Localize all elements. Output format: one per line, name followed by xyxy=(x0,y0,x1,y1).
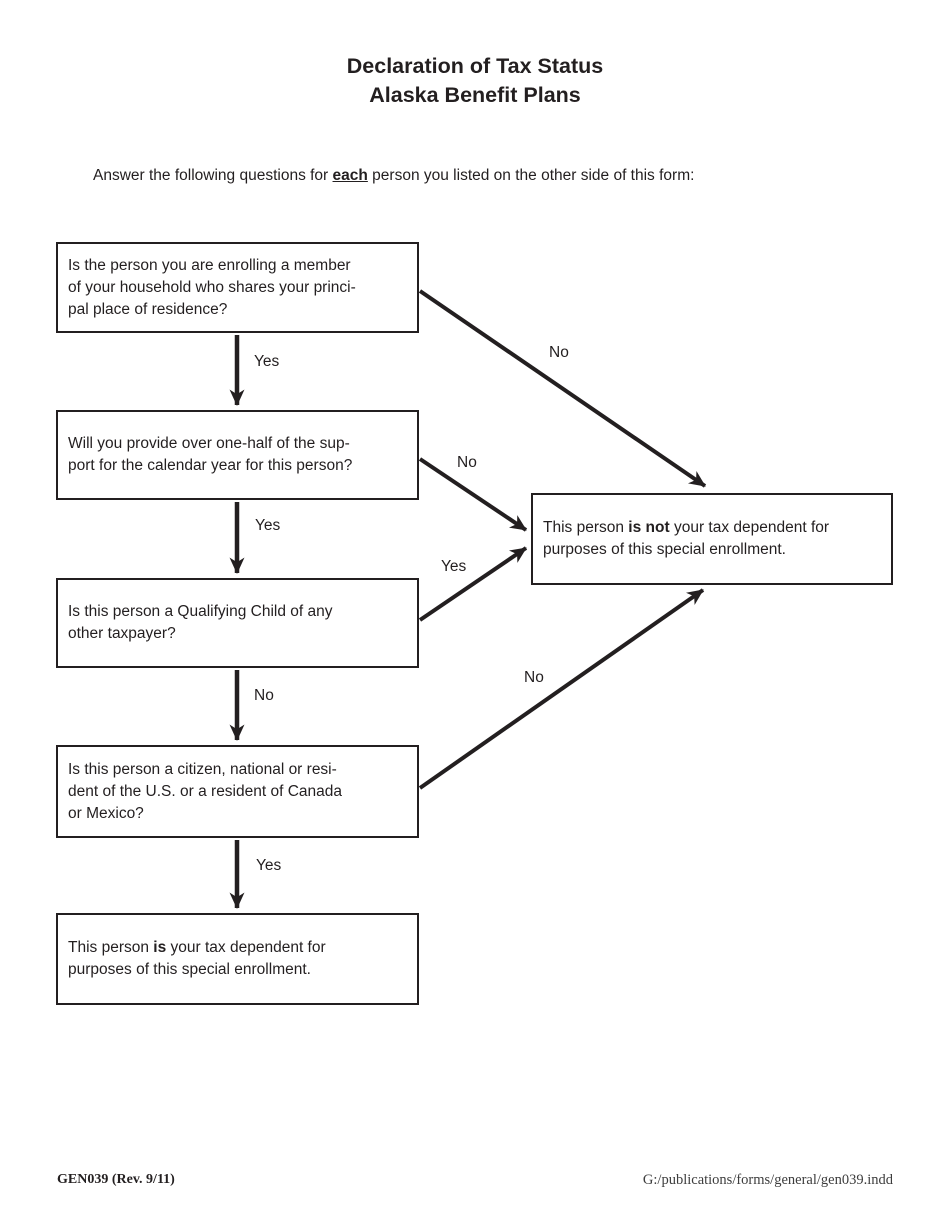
flow-box-qualifying-child-question: Is this person a Qualifying Child of any… xyxy=(56,578,419,668)
edge-label-q3-yes: Yes xyxy=(441,558,467,575)
instruction-text: Answer the following questions for each … xyxy=(93,167,695,184)
page-title-line1: Declaration of Tax Status xyxy=(346,54,604,78)
edge-label-q1-yes: Yes xyxy=(254,353,280,370)
flow-box-household-text: Is the person you are enrolling a member… xyxy=(68,256,356,318)
edge-label-q4-no: No xyxy=(524,669,544,686)
flow-box-citizen-text: Is this person a citizen, national or re… xyxy=(68,760,343,822)
page-title-line2: Alaska Benefit Plans xyxy=(369,83,581,107)
flow-box-citizen-question: Is this person a citizen, national or re… xyxy=(56,745,419,838)
flow-box-support-text: Will you provide over one-half of the su… xyxy=(68,435,353,474)
flow-box-result-is-not-dependent-text: This person is not your tax dependent fo… xyxy=(543,519,830,558)
flow-box-support-question: Will you provide over one-half of the su… xyxy=(56,410,419,500)
file-path: G:/publications/forms/general/gen039.ind… xyxy=(642,1172,893,1188)
edge-label-q2-no: No xyxy=(457,454,477,471)
edge-label-q4-yes: Yes xyxy=(256,857,282,874)
flow-box-qualifying-child-text: Is this person a Qualifying Child of any… xyxy=(68,603,333,642)
edge-label-q3-no: No xyxy=(254,687,274,704)
flow-box-result-is-not-dependent: This person is not your tax dependent fo… xyxy=(531,493,893,585)
page-title: Declaration of Tax Status Alaska Benefit… xyxy=(0,52,950,110)
edge-label-q2-yes: Yes xyxy=(255,517,281,534)
flow-box-household-question: Is the person you are enrolling a member… xyxy=(56,242,419,333)
form-number: GEN039 (Rev. 9/11) xyxy=(57,1172,175,1187)
arrow-q4-no xyxy=(418,588,705,790)
edge-label-q1-no: No xyxy=(549,344,569,361)
arrow-q3-yes xyxy=(418,546,528,622)
